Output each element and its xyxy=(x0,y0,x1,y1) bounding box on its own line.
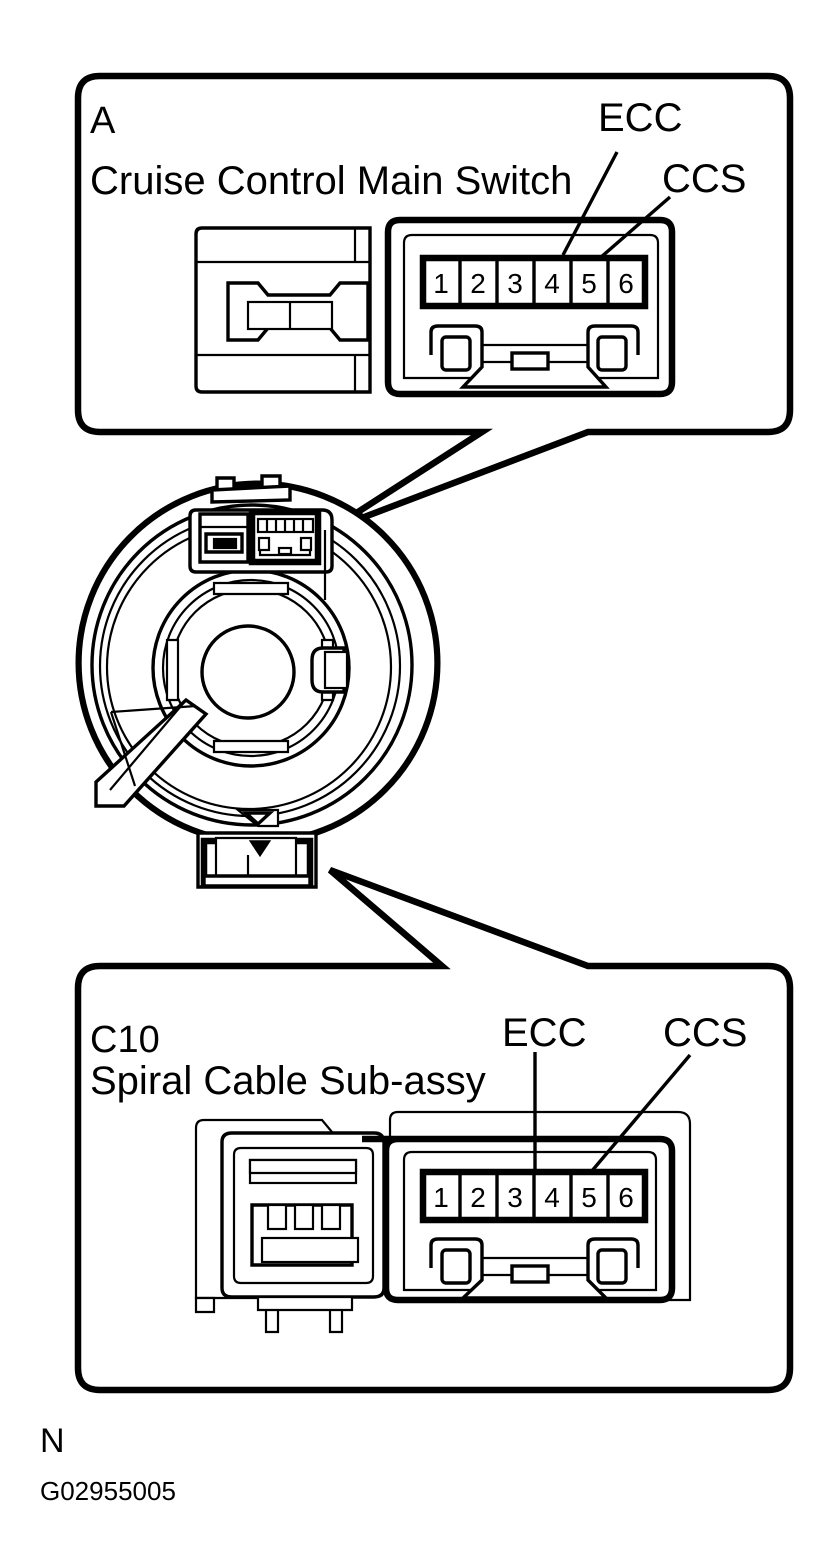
pin-label-a-6: 6 xyxy=(618,268,634,299)
pin-label-c10-1: 1 xyxy=(433,1182,449,1213)
connector-a-latch-detail xyxy=(429,324,640,389)
pin-label-c10-2: 2 xyxy=(470,1182,486,1213)
connector-a-left-body xyxy=(194,226,372,394)
pin-label-a-4: 4 xyxy=(544,268,560,299)
connector-c10-right-body: 1 2 3 4 5 6 xyxy=(362,1110,692,1304)
panel-bottom: C10 Spiral Cable Sub-assy xyxy=(74,866,794,1394)
pin-label-c10-4: 4 xyxy=(544,1182,560,1213)
panel-bottom-title: Spiral Cable Sub-assy xyxy=(90,1059,486,1103)
panel-top: A Cruise Control Main Switch xyxy=(74,72,794,534)
pin-label-a-2: 2 xyxy=(470,268,486,299)
panel-top-title: Cruise Control Main Switch xyxy=(90,159,572,203)
signal-label-ccs-top: CCS xyxy=(662,157,746,201)
pin-row-c10: 1 2 3 4 5 6 xyxy=(419,1168,649,1224)
signal-leaders-top: ECC CCS xyxy=(561,96,746,260)
connector-c10-latch-detail xyxy=(429,1237,640,1300)
pin-label-c10-5: 5 xyxy=(581,1182,597,1213)
leader-ccs-bottom xyxy=(589,1053,692,1174)
spiral-cable-assembly xyxy=(75,474,441,889)
connector-a-right-body: 1 2 3 4 5 6 xyxy=(384,216,676,398)
leader-ccs-top xyxy=(598,195,672,260)
panel-top-code: A xyxy=(90,100,116,142)
pin-row-a: 1 2 3 4 5 6 xyxy=(419,254,649,310)
signal-leaders-bottom: ECC CCS xyxy=(502,1011,747,1174)
signal-label-ecc-top: ECC xyxy=(598,96,682,140)
spiral-cable-bottom-connector xyxy=(196,831,318,889)
figure-id: G02955005 xyxy=(40,1476,176,1506)
panel-bottom-code: C10 xyxy=(90,1019,160,1061)
signal-label-ecc-bottom: ECC xyxy=(502,1011,586,1055)
leader-ecc-top xyxy=(561,151,619,256)
pin-label-c10-6: 6 xyxy=(618,1182,634,1213)
signal-label-ccs-bottom: CCS xyxy=(663,1011,747,1055)
pin-label-a-5: 5 xyxy=(581,268,597,299)
spiral-cable-top-connector xyxy=(188,508,334,600)
pin-label-c10-3: 3 xyxy=(507,1182,523,1213)
figure-note: N xyxy=(40,1422,65,1460)
connector-c10-left-body xyxy=(194,1118,386,1334)
pin-label-a-3: 3 xyxy=(507,268,523,299)
pin-label-a-1: 1 xyxy=(433,268,449,299)
